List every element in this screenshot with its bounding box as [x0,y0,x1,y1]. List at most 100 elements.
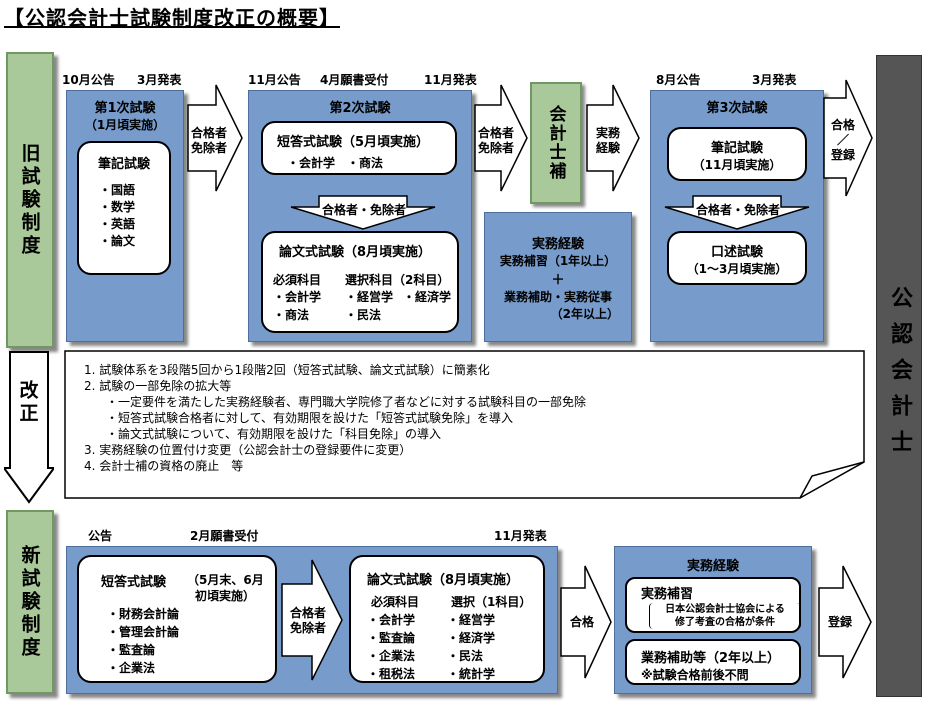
new-essay-req-head: 必須科目 [371,595,420,609]
new-arrow-1-text: 合格者 免除者 [282,606,334,636]
old-first-exam: 第1次試験 （1月頃実施） 筆記試験 ・国語 ・数学 ・英語 ・論文 [66,90,184,342]
new-essay-title: 論文式試験（8月頃実施） [367,573,520,588]
old-essay-subject: ・民法 [345,308,382,322]
new-essay-sel: ・民法 [447,649,484,663]
new-short-item: ・企業法 [107,661,156,675]
new-essay-exam: 論文式試験（8月頃実施） 必須科目 選択（1科目） ・会計学 ・監査論 ・企業法… [349,555,545,683]
reform-line: 1. 試験体系を3段階5回から1段階2回（短答式試験、論文式試験）に簡素化 [84,363,490,377]
new-arrow-2-text: 合格 [569,615,594,629]
old-kaikeishiho: 会計士補 [530,82,582,204]
new-short-item: ・監査論 [107,643,156,657]
new-arrow-1-line: 免除者 [289,621,326,635]
new-hoshu-title: 実務補習 [641,587,694,602]
reform-line: 3. 実務経験の位置付け変更（公認会計士の登録要件に変更） [84,443,412,457]
section-old-label: 旧試験制度 [18,142,41,258]
new-essay-sel-head: 選択（1科目） [451,595,532,609]
new-hojo-note: ※試験合格前後不問 [641,668,749,682]
section-reform-label: 改正 [16,380,39,426]
final-box-label: 公認会計士 [887,286,912,466]
old-timeline-1: 10月公告 [62,73,115,87]
old-arrow-1-text: 合格者 免除者 [186,126,232,156]
old-jitsumu: 実務経験 実務補習（1年以上） ＋ 業務補助・実務従事 （2年以上） [484,212,632,342]
section-new-label: 新試験制度 [18,544,41,660]
old-timeline-3: 11月公告 [248,73,301,87]
new-timeline-3: 11月発表 [494,529,547,543]
old-timeline-2: 3月発表 [137,73,182,87]
section-reform-arrow [4,351,54,504]
old-jitsumu-plus: ＋ [551,273,565,288]
old-arrow-3-line: 実務 [595,126,620,140]
old-first-item: ・英語 [99,217,136,231]
old-jitsumu-line3: （2年以上） [550,307,619,321]
new-short-exam: 短答式試験 （5月末、6月 初頃実施） ・財務会計論 ・管理会計論 ・監査論 ・… [77,555,277,683]
new-essay-sel: ・経営学 [447,613,496,627]
old-timeline-4: 4月願書受付 [320,73,389,87]
new-timeline-1: 公告 [88,529,113,543]
old-arrow-4 [823,79,873,197]
old-arrow-3-line: 経験 [595,141,620,155]
old-third-written-title: 筆記試験 [710,141,763,156]
old-third-oral-period: （1～3月頃実施） [686,262,788,276]
old-second-short-title: 短答式試験（5月頃実施） [277,135,430,150]
old-second-title: 第2次試験 [329,101,391,116]
old-arrow-1-line: 合格者 [190,126,227,140]
new-short-item: ・管理会計論 [107,625,180,639]
old-timeline-7: 3月発表 [752,73,797,87]
new-hojo-title: 業務補助等（2年以上） [641,651,781,666]
new-jitsumu-title: 実務経験 [686,559,739,574]
old-arrow-2-line: 合格者 [477,126,514,140]
reform-line: ・論文式試験について、有効期限を設けた「科目免除」の導入 [106,427,442,441]
old-arrow-2 [474,84,528,192]
reform-line: ・短答式試験合格者に対して、有効期限を設けた「短答式試験免除」を導入 [106,411,514,425]
old-timeline-6: 8月公告 [656,73,701,87]
new-essay-req: ・企業法 [367,649,416,663]
old-essay-subject: ・経営学 [345,290,394,304]
reform-line: 2. 試験の一部免除の拡大等 [84,379,232,393]
new-arrow-1 [281,559,343,681]
new-essay-req: ・監査論 [367,631,416,645]
old-essay-sel-head: 選択科目（2科目） [345,273,450,287]
new-essay-sel: ・経済学 [447,631,496,645]
old-first-item: ・論文 [99,234,136,248]
old-kaikeishiho-label: 会計士補 [545,105,566,181]
old-third-title: 第3次試験 [706,101,768,116]
new-short-item: ・財務会計論 [107,607,180,621]
section-new: 新試験制度 [6,510,54,694]
old-first-written: 筆記試験 ・国語 ・数学 ・英語 ・論文 [77,141,171,275]
old-jitsumu-line1: 実務補習（1年以上） [499,254,617,268]
new-arrow-3 [818,565,872,679]
old-first-period: （1月頃実施） [84,118,166,132]
old-arrow-3-text: 実務 経験 [585,126,631,156]
old-second-down-label: 合格者・免除者 [321,203,406,217]
new-short-period-1: （5月末、6月 [187,573,264,587]
new-essay-sel: ・統計学 [447,667,496,681]
reform-line: ・一定要件を満たした実務経験者、専門職大学院修了者などに対する試験科目の一部免除 [106,395,587,409]
old-arrow-1 [187,84,243,192]
old-second-essay: 論文式試験（8月頃実施） 必須科目 選択科目（2科目） ・会計学 ・経営学 ・経… [261,231,459,333]
old-second-short: 短答式試験（5月頃実施） ・会計学 ・商法 [261,121,457,175]
old-third-written: 筆記試験 （11月頃実施） [667,127,807,181]
new-hoshu-note-line: 修了考査の合格が条件 [675,617,775,628]
old-second-exam: 第2次試験 短答式試験（5月頃実施） ・会計学 ・商法 合格者・免除者 論文式試… [248,90,472,342]
new-essay-req: ・会計学 [367,613,416,627]
old-third-exam: 第3次試験 筆記試験 （11月頃実施） 合格者・免除者 口述試験 （1～3月頃実… [650,90,824,342]
page-title: 【公認会計士試験制度改正の概要】 [4,6,340,30]
old-jitsumu-line2: 業務補助・実務従事 [503,290,612,304]
old-first-item: ・数学 [99,200,136,214]
old-arrow-4-line: 合格 [830,118,855,132]
old-essay-subject: ・経済学 [403,290,452,304]
old-third-down-label: 合格者・免除者 [695,203,780,217]
old-jitsumu-title: 実務経験 [531,237,584,252]
old-second-down-arrow [290,195,436,230]
new-arrow-3-text: 登録 [827,615,852,629]
section-reform: 改正 [6,380,50,450]
new-arrow-2 [560,565,612,679]
old-third-down-arrow [664,195,810,230]
old-essay-subject: ・商法 [273,308,310,322]
new-short-period-2: 初頃実施） [195,589,256,603]
reform-box [64,350,865,499]
old-first-written-title: 筆記試験 [97,157,150,172]
old-third-written-period: （11月頃実施） [692,158,782,172]
old-third-oral-title: 口述試験 [710,245,763,260]
old-first-title: 第1次試験 [94,101,156,116]
